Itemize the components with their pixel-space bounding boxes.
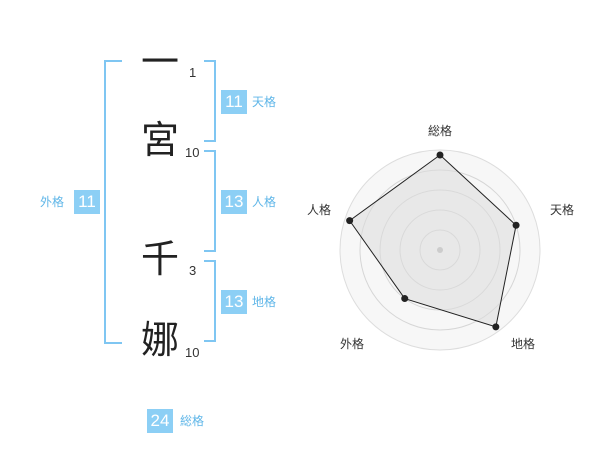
jinkaku-value-badge: 13 <box>221 190 247 214</box>
radar-point-1 <box>436 151 444 159</box>
soukaku-value-badge: 24 <box>147 409 173 433</box>
radar-label-tenkaku: 天格 <box>550 203 575 217</box>
stroke-count-1: 1 <box>189 65 197 80</box>
radar-point-4 <box>401 295 409 303</box>
chikaku-value-badge: 13 <box>221 290 247 314</box>
gaikaku-label: 外格 <box>40 195 65 209</box>
name-char-4: 娜 <box>140 318 179 362</box>
name-char-3: 千 <box>140 237 179 281</box>
radar-point-3 <box>492 323 500 331</box>
radar-label-soukaku: 総格 <box>428 124 453 138</box>
jinkaku-label: 人格 <box>252 195 277 209</box>
jinkaku-bracket <box>204 150 216 252</box>
tenkaku-value-badge: 11 <box>221 90 247 114</box>
stroke-count-4: 10 <box>185 345 200 360</box>
soukaku-label: 総格 <box>180 414 205 428</box>
tenkaku-bracket <box>204 60 216 142</box>
name-char-1: 一 <box>140 40 179 84</box>
radar-center-dot <box>437 247 443 253</box>
chikaku-label: 地格 <box>252 295 277 309</box>
radar-label-gaikaku: 外格 <box>340 337 365 351</box>
radar-point-5 <box>346 217 354 225</box>
radar-label-jinkaku: 人格 <box>307 203 332 217</box>
gaikaku-bracket <box>104 60 122 344</box>
stroke-count-2: 10 <box>185 145 200 160</box>
name-char-2: 宮 <box>140 118 179 162</box>
chikaku-bracket <box>204 260 216 342</box>
stroke-count-3: 3 <box>189 263 197 278</box>
gaikaku-value-badge: 11 <box>74 190 100 214</box>
fortune-radar-chart <box>339 149 541 351</box>
radar-value-polygon <box>348 154 517 328</box>
radar-label-chikaku: 地格 <box>511 337 536 351</box>
radar-point-2 <box>512 221 520 229</box>
tenkaku-label: 天格 <box>252 95 277 109</box>
